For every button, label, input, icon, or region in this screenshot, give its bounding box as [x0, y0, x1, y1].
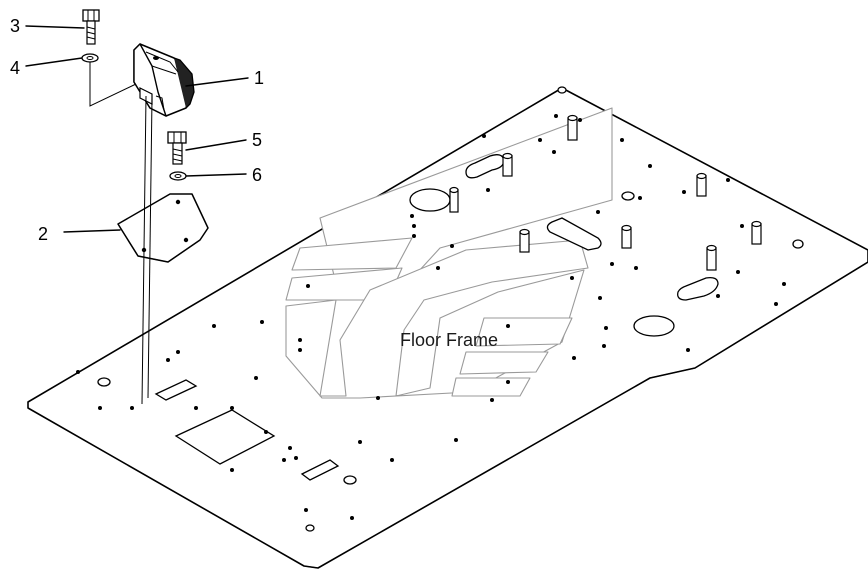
slot-opening-3: [677, 276, 719, 301]
callout-4: 4: [10, 58, 20, 78]
floor-plate-edge: [27, 261, 868, 569]
washer-part-4: [81, 53, 99, 63]
leader-lines: [25, 25, 249, 233]
washer-part-6: [169, 171, 187, 181]
round-opening-rear: [409, 188, 451, 212]
standoff-pin: [706, 244, 717, 271]
callouts: 3 4 1 5 6 2: [10, 16, 264, 244]
callout-3: 3: [10, 16, 20, 36]
plate-openings: [154, 154, 719, 481]
standoff-pin: [519, 228, 530, 253]
callout-6: 6: [252, 165, 262, 185]
watermark-logo: [285, 107, 613, 399]
callout-5: 5: [252, 130, 262, 150]
round-opening-front: [633, 315, 675, 337]
callout-1: 1: [254, 68, 264, 88]
standoff-pin: [567, 114, 578, 141]
rect-slot-1: [154, 379, 198, 401]
bolt-part-3: [82, 9, 100, 45]
callout-2: 2: [38, 224, 48, 244]
square-opening: [174, 409, 276, 465]
standoff-pin: [696, 172, 707, 197]
bracket-part-1: [133, 43, 195, 117]
assembly-lines: [89, 62, 153, 405]
diagram-title: Floor Frame: [400, 330, 498, 350]
slot-opening-1: [465, 154, 505, 179]
mounting-holes: [97, 86, 804, 532]
standoff-pin: [502, 152, 513, 177]
standoff-pin: [621, 224, 632, 249]
bolt-part-5: [167, 131, 187, 165]
standoff-pin: [751, 220, 762, 245]
standoff-pins: [449, 114, 762, 271]
slot-opening-2: [546, 217, 602, 251]
rect-slot-2: [300, 459, 340, 481]
standoff-pin: [449, 186, 459, 213]
plate-part-2: [117, 193, 209, 263]
